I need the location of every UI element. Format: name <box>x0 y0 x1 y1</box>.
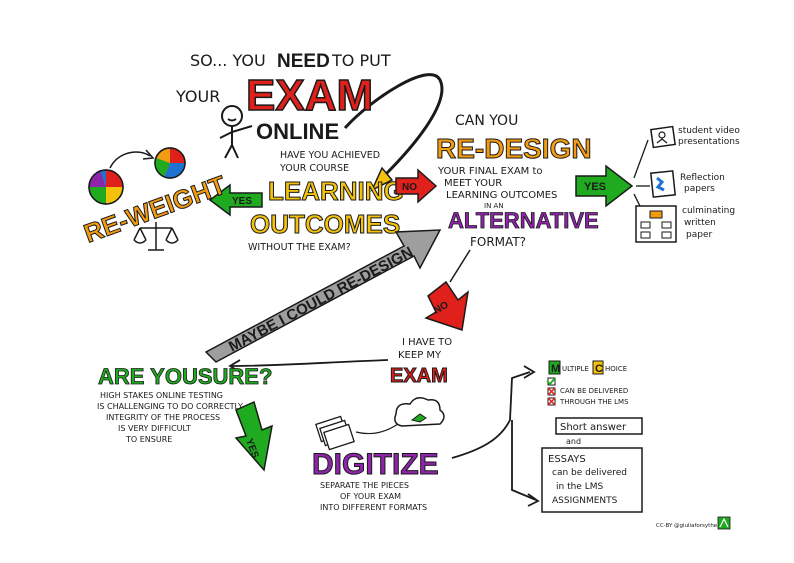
q2-line4: LEARNING OUTCOMES <box>446 190 557 201</box>
digitize-line3: INTO DIFFERENT FORMATS <box>320 503 427 512</box>
sure-title: ARE YOUSURE? <box>98 364 272 389</box>
cross-mark-icon-2 <box>547 397 556 406</box>
video-presentation-icon <box>650 125 676 149</box>
q2-line2: YOUR FINAL EXAM to <box>437 166 543 177</box>
scale-icon <box>133 222 179 251</box>
yes-down-arrow <box>234 400 273 472</box>
q1-learning: LEARNING <box>268 176 404 206</box>
mc-hoice: HOICE <box>605 365 627 373</box>
sure-line3: INTEGRITY OF THE PROCESS <box>106 413 220 422</box>
q2-line6: FORMAT? <box>470 235 526 249</box>
maybe-label: MAYBE I COULD RE-DESIGN <box>226 244 416 356</box>
mc-m-box <box>548 360 561 375</box>
no-down-arrow <box>424 280 470 331</box>
mc-c: C <box>595 363 603 375</box>
check-mark-icon <box>546 377 556 386</box>
keep-to-sure-arrow <box>231 359 389 367</box>
pie-chart-icon-left <box>88 169 124 205</box>
yes-left-arrow <box>208 183 263 217</box>
written-paper-icon <box>635 205 677 243</box>
alt-2-line1: Reflection <box>680 173 725 183</box>
title-your: YOUR <box>175 87 220 106</box>
q1-line2: YOUR COURSE <box>279 163 349 174</box>
swoosh-tip <box>370 166 394 192</box>
keep-line1: I HAVE TO <box>402 337 452 348</box>
title-so-you: SO... YOU <box>190 51 266 70</box>
title-online: ONLINE <box>256 119 339 144</box>
sure-line4: IS VERY DIFFICULT <box>118 424 191 433</box>
mc-ultiple: ULTIPLE <box>562 365 589 373</box>
q2-alternative: ALTERNATIVE <box>448 208 599 233</box>
yes-right-arrow <box>575 164 634 208</box>
keep-exam: EXAM <box>390 365 448 387</box>
q1-outcomes: OUTCOMES <box>250 209 400 239</box>
mc-line2: THROUGH THE LMS <box>559 398 629 406</box>
alt-1-line1: student video <box>678 126 740 136</box>
no-right-arrow <box>395 168 438 204</box>
no-right-label: NO <box>402 182 417 193</box>
q2-line3: MEET YOUR <box>444 178 502 189</box>
pie-chart-icon-right <box>154 147 186 179</box>
and-label: and <box>566 437 581 446</box>
maybe-arrow <box>204 229 442 363</box>
title-to-put: TO PUT <box>331 51 391 70</box>
sure-line1: HIGH STAKES ONLINE TESTING <box>100 391 223 400</box>
formats-bracket <box>451 371 537 501</box>
formats-arrowhead-bottom <box>527 493 540 507</box>
digitize-title: DIGITIZE <box>312 448 439 481</box>
essays-line2: can be delivered <box>552 468 627 478</box>
stick-figure <box>219 105 253 159</box>
essays-line4: ASSIGNMENTS <box>552 496 618 506</box>
swoosh-connector <box>343 73 444 177</box>
digitize-line2: OF YOUR EXAM <box>340 492 401 501</box>
cross-mark-icon-1 <box>547 387 556 396</box>
q2-redesign: RE-DESIGN <box>436 133 592 164</box>
q2-line1: CAN YOU <box>455 113 518 129</box>
reweight-cycle-arrow <box>109 151 151 169</box>
mc-line1: CAN BE DELIVERED <box>560 387 628 395</box>
short-answer-box <box>555 417 643 435</box>
papers-icon <box>315 415 355 451</box>
yes-right-label: YES <box>584 181 606 193</box>
essays-line3: in the LMS <box>556 482 603 492</box>
signature-logo-icon <box>717 516 731 530</box>
no-down-stem <box>449 249 471 283</box>
alt-3-line3: paper <box>686 230 712 240</box>
essays-box <box>541 447 643 513</box>
sure-line5: TO ENSURE <box>125 435 172 444</box>
branch-line-top <box>633 139 649 179</box>
alt-3-line1: culminating <box>682 206 735 216</box>
title-need: NEED <box>277 51 330 72</box>
yes-left-label: YES <box>232 196 252 207</box>
essays-line1: ESSAYS <box>548 454 586 465</box>
reflection-paper-icon <box>649 170 677 198</box>
credit-text: CC-BY @giuliaforsythe <box>656 523 718 529</box>
alt-1-line2: presentations <box>678 137 740 147</box>
alt-3-line2: written <box>684 218 716 228</box>
cloud-icon <box>394 397 445 427</box>
keep-to-sure-arrowhead <box>228 359 241 373</box>
q1-line1: HAVE YOU ACHIEVED <box>280 150 380 161</box>
formats-arrowhead-top <box>523 365 536 379</box>
q1-line3: WITHOUT THE EXAM? <box>248 242 351 253</box>
sure-line2: IS CHALLENGING TO DO CORRECTLY <box>97 402 243 411</box>
papers-to-cloud-line <box>355 423 399 435</box>
digitize-line1: SEPARATE THE PIECES <box>320 481 409 490</box>
keep-line2: KEEP MY <box>398 350 442 361</box>
reweight-cycle-arrowhead <box>142 149 155 160</box>
title-exam: EXAM <box>246 71 373 120</box>
mc-m: M <box>551 363 560 375</box>
mc-c-box <box>592 360 604 375</box>
short-answer-label: Short answer <box>560 422 627 433</box>
alt-2-line2: papers <box>684 184 715 194</box>
q2-line5: IN AN <box>484 202 504 210</box>
